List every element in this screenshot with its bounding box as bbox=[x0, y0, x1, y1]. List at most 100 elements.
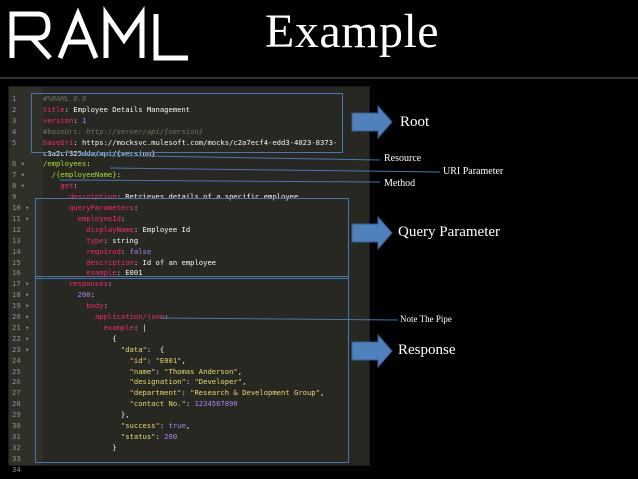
query-parameter-label: Query Parameter bbox=[398, 224, 501, 240]
code-text: displayName: Employee Id bbox=[43, 224, 190, 235]
code-token: : bbox=[181, 388, 191, 398]
line-number: 29 bbox=[12, 410, 21, 420]
line-number: 30 bbox=[12, 421, 21, 430]
code-token: required bbox=[86, 246, 121, 256]
code-token: "Thomas Anderson" bbox=[164, 366, 238, 376]
code-token: : string bbox=[103, 235, 139, 245]
response-label: Response bbox=[398, 342, 456, 358]
code-token: #%RAML 0.8 bbox=[43, 94, 87, 103]
code-token: responses bbox=[68, 279, 108, 289]
line-number: 25 bbox=[12, 366, 21, 376]
code-text: "status": 200 bbox=[43, 431, 177, 442]
code-token: version bbox=[43, 115, 74, 125]
code-token: /{employeeName} bbox=[51, 170, 117, 180]
code-text: "contact No.": 1234567890 bbox=[43, 398, 238, 409]
line-number: 31 bbox=[12, 431, 21, 441]
response-highlight-box bbox=[35, 276, 349, 463]
raml-logo bbox=[9, 6, 188, 61]
query-parameter-highlight-box bbox=[35, 198, 349, 279]
code-token: 1234567890 bbox=[194, 399, 238, 409]
code-token bbox=[43, 170, 52, 179]
code-token: : bbox=[185, 377, 195, 387]
code-token: : bbox=[185, 399, 195, 409]
code-text: "data": { bbox=[43, 344, 164, 355]
uri-parameter-label: URI Parameter bbox=[443, 166, 504, 177]
method-label: Method bbox=[384, 178, 416, 189]
code-text: type: string bbox=[43, 235, 138, 246]
code-token: : bbox=[164, 312, 169, 321]
code-token: baseUri bbox=[43, 137, 74, 147]
line-number: 12 bbox=[12, 224, 21, 234]
line-number: 10 ▾ bbox=[12, 203, 30, 212]
code-token: : | bbox=[133, 322, 147, 332]
code-token: , bbox=[181, 355, 186, 365]
code-token: #baseUri: http://server/api/{version} bbox=[43, 126, 204, 136]
root-label: Root bbox=[400, 114, 430, 130]
line-number: 18 ▾ bbox=[12, 290, 30, 300]
code-token bbox=[43, 181, 60, 190]
code-token: : bbox=[155, 366, 165, 376]
line-number: 14 bbox=[12, 246, 21, 256]
code-token: example bbox=[103, 322, 134, 332]
code-text: }, bbox=[43, 409, 130, 420]
code-text: responses: bbox=[43, 278, 112, 289]
line-number: 15 bbox=[12, 257, 21, 267]
line-number: 26 bbox=[12, 377, 21, 387]
code-token: , bbox=[185, 421, 191, 430]
code-token: "success" bbox=[120, 421, 160, 430]
code-token: : E001 bbox=[116, 268, 143, 278]
code-text: title: Employee Details Management bbox=[43, 104, 190, 115]
code-token: /employees bbox=[43, 159, 87, 169]
line-number: 23 ▾ bbox=[12, 344, 30, 354]
code-token: : Employee Details Management bbox=[64, 104, 191, 114]
line-number: 20 ▾ bbox=[12, 312, 30, 321]
code-token: true bbox=[168, 421, 186, 430]
slide-header: Example bbox=[0, 0, 638, 80]
code-token: 200 bbox=[77, 290, 91, 300]
code-token: c3a2cf325dda/api/{version} bbox=[43, 148, 156, 158]
code-token: : bbox=[133, 203, 139, 212]
code-token: : bbox=[86, 159, 91, 169]
code-text: "department": "Research & Development Gr… bbox=[43, 387, 325, 398]
code-text: /{employeeName}: bbox=[43, 169, 121, 180]
code-token: : bbox=[103, 301, 108, 311]
line-number: 22 ▾ bbox=[12, 333, 30, 343]
code-token: : Id of an employee bbox=[133, 257, 217, 267]
line-number: 11 ▾ bbox=[12, 213, 30, 223]
code-text: description: Retrieves details of a spec… bbox=[43, 191, 303, 202]
code-token: "E001" bbox=[155, 355, 182, 365]
code-token: : https://mocksvc.mulesoft.com/mocks/c2a… bbox=[73, 137, 338, 147]
line-number: 9 bbox=[12, 192, 17, 202]
code-token: false bbox=[129, 246, 152, 256]
code-token: type bbox=[86, 235, 104, 245]
code-text: "id": "E001", bbox=[43, 355, 186, 366]
resource-label: Resource bbox=[384, 153, 422, 164]
code-token: : bbox=[73, 115, 82, 125]
code-text: version: 1 bbox=[43, 115, 86, 126]
code-token: , bbox=[242, 377, 247, 387]
code-token: : bbox=[146, 355, 156, 365]
code-token: displayName bbox=[86, 224, 134, 234]
code-token: description bbox=[86, 257, 134, 267]
line-number: 1 bbox=[12, 94, 17, 103]
line-number: 27 bbox=[12, 388, 21, 398]
code-token: : bbox=[90, 290, 95, 300]
code-text: description: Id of an employee bbox=[43, 257, 216, 268]
line-number: 2 bbox=[12, 104, 17, 114]
code-text: "name": "Thomas Anderson", bbox=[43, 366, 243, 377]
code-token: "contact No." bbox=[129, 399, 186, 409]
code-token: : Retrieves details of a specific employ… bbox=[116, 192, 303, 202]
code-text: c3a2cf325dda/api/{version} bbox=[43, 148, 156, 159]
code-text: employeeId: bbox=[43, 213, 126, 224]
line-number: 3 bbox=[12, 115, 17, 125]
slide-title: Example bbox=[265, 5, 440, 58]
code-text: "success": true, bbox=[43, 420, 190, 431]
line-number: 13 bbox=[12, 235, 21, 245]
code-token: example bbox=[86, 268, 117, 278]
code-token: : { bbox=[146, 344, 165, 354]
root-highlight-box bbox=[31, 93, 343, 153]
code-text: application/json: bbox=[43, 311, 169, 322]
line-number: 21 ▾ bbox=[12, 322, 30, 332]
line-number: 32 bbox=[12, 442, 21, 452]
line-number: 6 ▾ bbox=[12, 159, 25, 169]
